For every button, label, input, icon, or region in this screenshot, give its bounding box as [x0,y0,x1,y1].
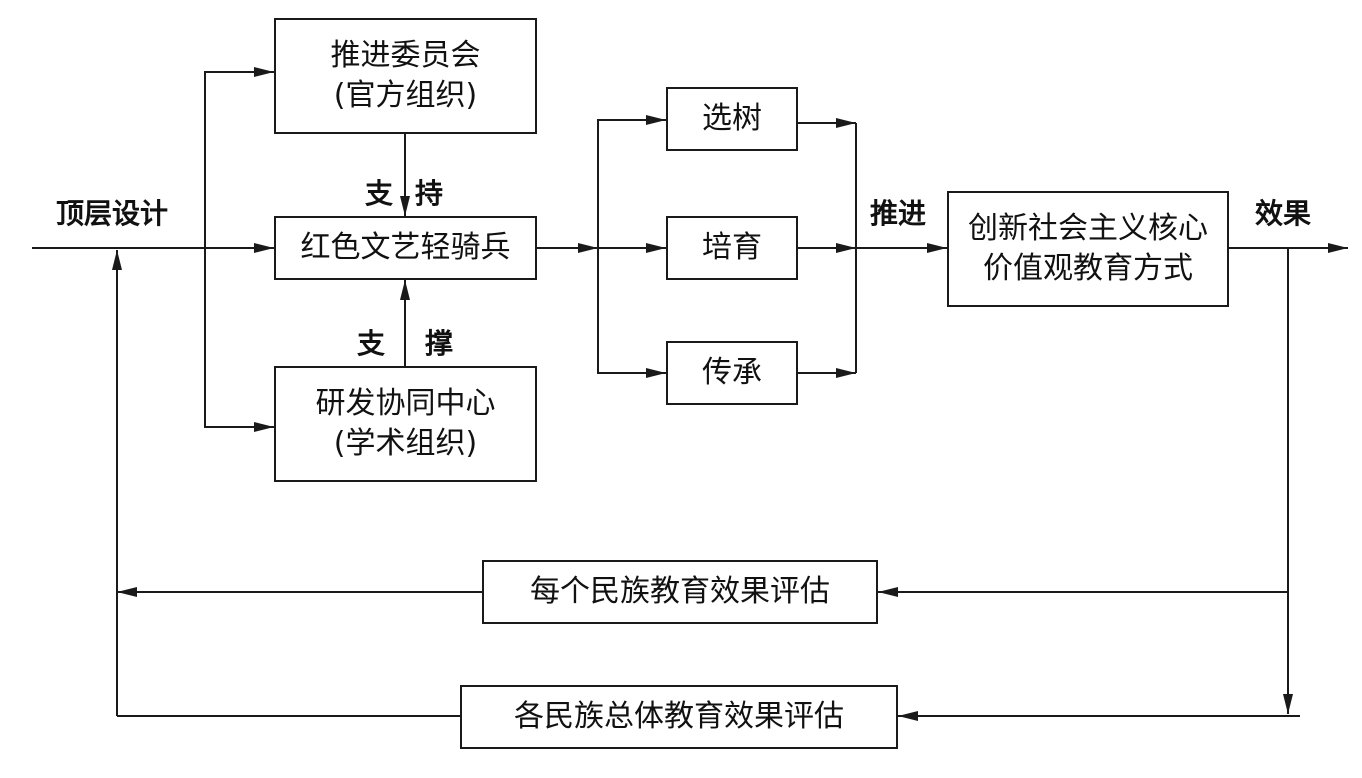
branch-to-center-arrow [204,248,274,432]
inherit-title: 传承 [702,355,762,390]
select-title: 选树 [702,101,762,136]
eval-each-title: 每个民族教育效果评估 [530,574,830,609]
support-bottom-right-label: 撑 [425,327,454,360]
eval-each-box: 每个民族教育效果评估 [482,560,878,624]
eval-overall-box: 各民族总体教育效果评估 [460,685,898,749]
committee-box: 推进委员会 (官方组织) [274,18,537,134]
innovation-title: 创新社会主义核心 [968,211,1208,246]
inherit-box: 传承 [666,341,798,405]
effect-label: 效果 [1255,197,1312,230]
cultivate-title: 培育 [702,230,762,265]
cavalry-box: 红色文艺轻骑兵 [274,216,537,280]
support-top-right-label: 持 [415,177,444,210]
committee-title: 推进委员会 [330,38,481,73]
branch-to-committee-arrow [204,67,274,248]
center-title: 研发协同中心 [315,386,496,421]
promote-label: 推进 [870,197,927,230]
top-design-label: 顶层设计 [56,197,169,230]
cultivate-box: 培育 [666,216,798,280]
center-subtitle: (学术组织) [333,426,478,461]
to-select-arrow [597,115,666,248]
support-top-left-label: 支 [365,177,394,210]
select-box: 选树 [666,87,798,151]
committee-subtitle: (官方组织) [333,78,478,113]
innovation-box: 创新社会主义核心 价值观教育方式 [947,191,1229,307]
cavalry-title: 红色文艺轻骑兵 [300,230,511,265]
center-box: 研发协同中心 (学术组织) [274,366,537,482]
innovation-subtitle: 价值观教育方式 [983,251,1193,286]
to-inherit-arrow [597,248,666,378]
eval-overall-title: 各民族总体教育效果评估 [514,699,844,734]
support-bottom-left-label: 支 [357,327,386,360]
